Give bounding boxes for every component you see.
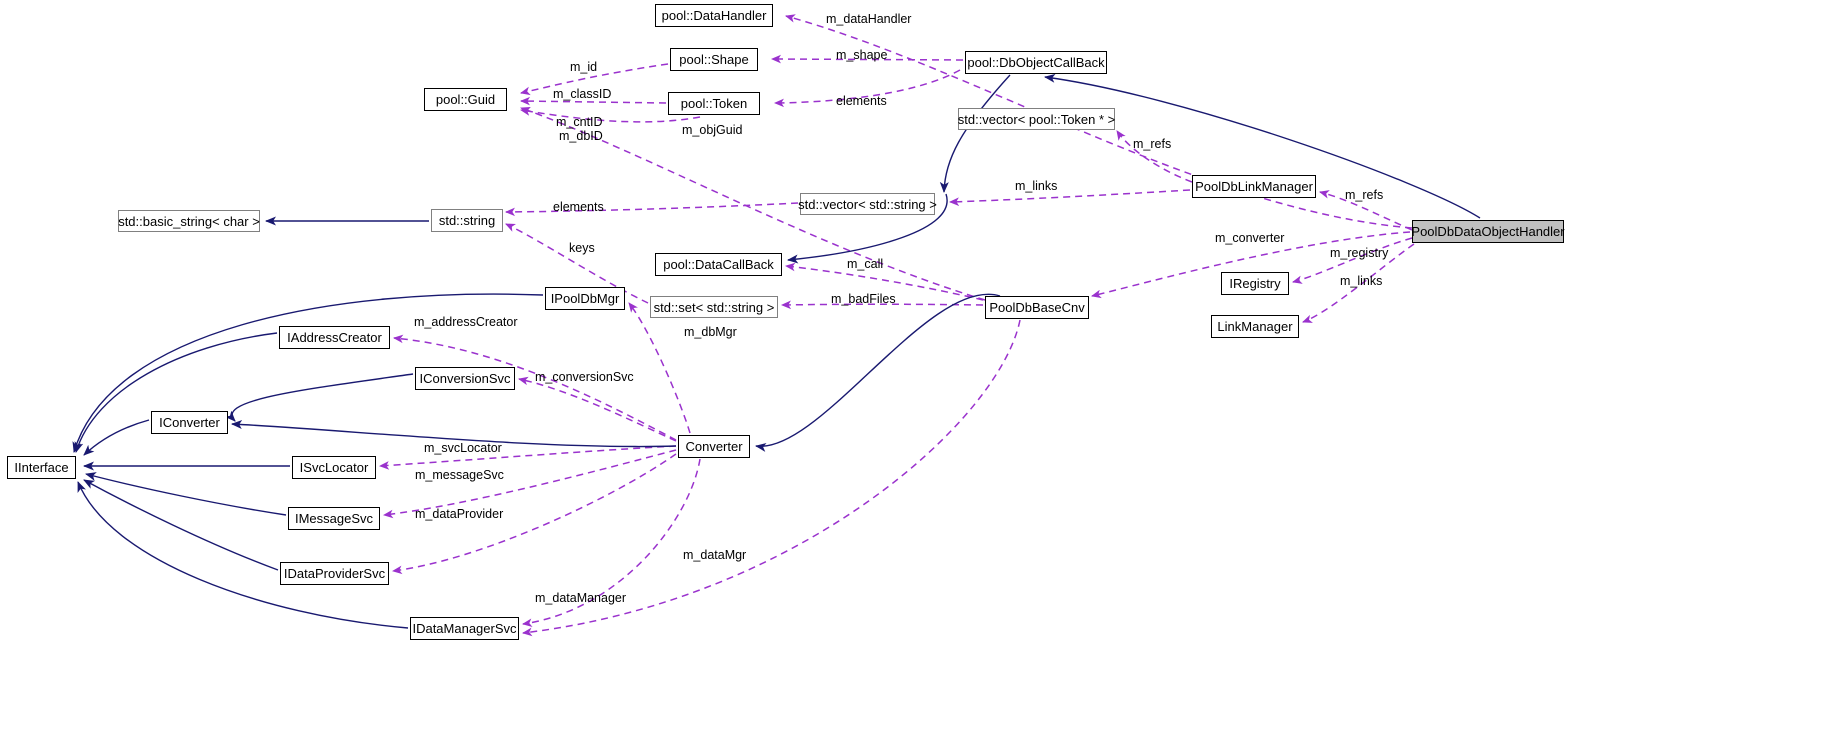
node-label: pool::DataCallBack (663, 257, 774, 272)
node-pooldbbasecnv[interactable]: PoolDbBaseCnv (985, 296, 1089, 319)
node-label: PoolDbLinkManager (1195, 179, 1313, 194)
node-label: pool::Token (680, 96, 748, 111)
edge-label-m-datamanager: m_dataManager (535, 591, 627, 605)
node-label: ISvcLocator (299, 460, 369, 475)
edge-label-m-svclocator: m_svcLocator (424, 441, 502, 455)
node-label: PoolDbDataObjectHandler (1411, 224, 1565, 239)
node-pooldbdataobjecthandler[interactable]: PoolDbDataObjectHandler (1411, 220, 1565, 243)
node-iconversionsvc[interactable]: IConversionSvc (415, 367, 515, 390)
edge-label-m-badfiles: m_badFiles (831, 292, 896, 306)
node-iaddresscreator[interactable]: IAddressCreator (279, 326, 390, 349)
node-label: IConverter (159, 415, 220, 430)
node-isvclocator[interactable]: ISvcLocator (292, 456, 376, 479)
node-label: std::set< std::string > (653, 299, 775, 315)
edge-label-m-messagesvc: m_messageSvc (415, 468, 504, 482)
edge-label-m-links-vector: m_links (1015, 179, 1058, 193)
edge-label-m-refs-vector: m_refs (1133, 137, 1172, 151)
edge-label-m-refs-linkmanager: m_refs (1345, 188, 1384, 202)
edge-label-m-dataprovider: m_dataProvider (415, 507, 504, 521)
node-label: std::basic_string< char > (118, 213, 260, 229)
node-label: IDataProviderSvc (283, 566, 386, 581)
node-label: IConversionSvc (419, 371, 511, 386)
edge-label-m-converter: m_converter (1215, 231, 1285, 245)
edge-label-m-objguid: m_objGuid (682, 123, 743, 137)
edge-label-m-cntid: m_cntID (556, 115, 603, 129)
edge-label-m-datamgr: m_dataMgr (683, 548, 747, 562)
edge-label-m-datahandler: m_dataHandler (826, 12, 912, 26)
node-pool-guid[interactable]: pool::Guid (424, 88, 507, 111)
node-label: pool::Shape (679, 52, 749, 67)
node-label: IRegistry (1229, 276, 1281, 291)
node-label: std::vector< pool::Token * > (957, 111, 1116, 127)
node-imessagesvc[interactable]: IMessageSvc (288, 507, 380, 530)
node-pool-dbobjectcallback[interactable]: pool::DbObjectCallBack (965, 51, 1107, 74)
node-label: IPoolDbMgr (550, 291, 620, 306)
node-basic-string-char[interactable]: std::basic_string< char > (118, 210, 260, 232)
node-linkmanager[interactable]: LinkManager (1211, 315, 1299, 338)
node-label: IAddressCreator (287, 330, 382, 345)
edge-label-m-addresscreator: m_addressCreator (414, 315, 518, 329)
node-iregistry[interactable]: IRegistry (1221, 272, 1289, 295)
edge-label-elements-string: elements (553, 200, 604, 214)
node-vector-std-string[interactable]: std::vector< std::string > (798, 193, 937, 215)
node-label: IInterface (14, 460, 69, 475)
node-iinterface[interactable]: IInterface (7, 456, 76, 479)
node-label: IMessageSvc (294, 511, 374, 526)
node-label: pool::Guid (435, 92, 496, 107)
node-label: std::string (438, 213, 496, 228)
edge-label-m-classid: m_classID (553, 87, 612, 101)
node-label: IDataManagerSvc (412, 621, 517, 636)
edge-label-m-registry: m_registry (1330, 246, 1389, 260)
edge-label-m-dbmgr: m_dbMgr (684, 325, 737, 339)
edge-label-m-dbid: m_dbID (559, 129, 603, 143)
edge-label-m-links-handler: m_links (1340, 274, 1383, 288)
node-idataprovidersvc[interactable]: IDataProviderSvc (280, 562, 389, 585)
node-label: pool::DbObjectCallBack (967, 55, 1105, 70)
node-pooldblinkmanager[interactable]: PoolDbLinkManager (1192, 175, 1316, 198)
node-converter[interactable]: Converter (678, 435, 750, 458)
node-label: pool::DataHandler (661, 8, 767, 23)
inheritance-edges (72, 73, 1481, 629)
node-label: std::vector< std::string > (798, 196, 937, 212)
node-pool-token[interactable]: pool::Token (668, 92, 760, 115)
node-vector-pool-token-ptr[interactable]: std::vector< pool::Token * > (958, 108, 1115, 130)
node-label: PoolDbBaseCnv (989, 300, 1085, 315)
edge-label-m-shape: m_shape (836, 48, 888, 62)
node-std-string[interactable]: std::string (431, 209, 503, 232)
edge-label-m-id: m_id (570, 60, 598, 74)
node-idatamanagersvc[interactable]: IDataManagerSvc (410, 617, 519, 640)
node-set-std-string[interactable]: std::set< std::string > (650, 296, 778, 318)
node-pool-shape[interactable]: pool::Shape (670, 48, 758, 71)
edge-label-m-call: m_call (847, 257, 884, 271)
node-iconverter[interactable]: IConverter (151, 411, 228, 434)
node-label: LinkManager (1217, 319, 1293, 334)
node-pool-datahandler[interactable]: pool::DataHandler (655, 4, 773, 27)
node-label: Converter (685, 439, 743, 454)
edge-label-elements-token: elements (836, 94, 887, 108)
edge-label-m-conversionsvc: m_conversionSvc (535, 370, 634, 384)
edge-label-keys: keys (569, 241, 595, 255)
node-ipooldbmgr[interactable]: IPoolDbMgr (545, 287, 625, 310)
node-pool-datacallback[interactable]: pool::DataCallBack (655, 253, 782, 276)
